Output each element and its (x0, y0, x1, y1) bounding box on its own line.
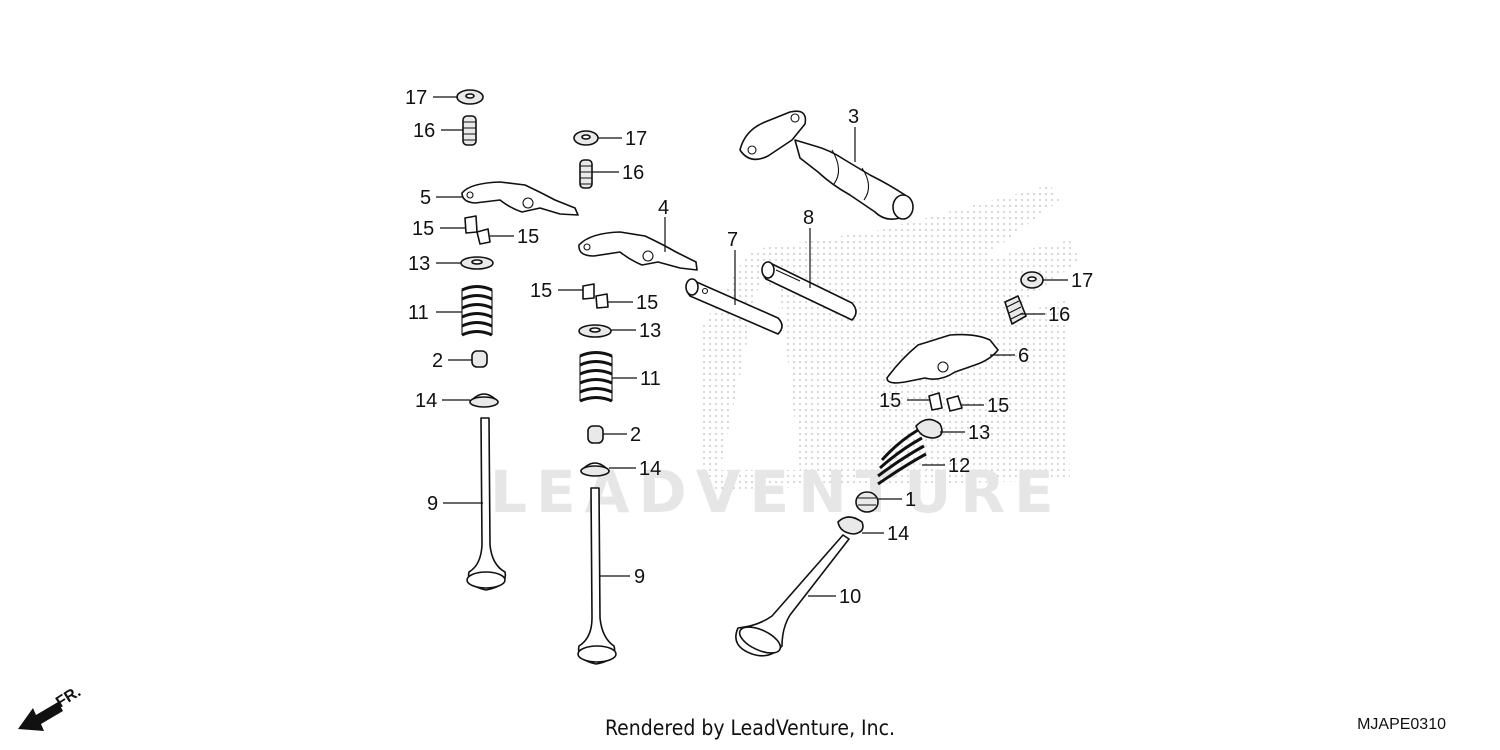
diagram-code: MJAPE0310 (1357, 716, 1446, 733)
callout-labels: 17 16 5 15 15 13 11 2 14 9 17 16 4 15 15… (405, 87, 1093, 608)
valve-cotter-15f (946, 395, 963, 412)
callout-5: 5 (420, 187, 431, 209)
callout-13: 13 (968, 422, 990, 444)
arrow-down-left-icon (18, 702, 63, 731)
callout-16: 16 (1048, 304, 1070, 326)
valve-cotter-15d (595, 293, 609, 309)
callout-11: 11 (408, 302, 429, 324)
callout-11: 11 (640, 368, 661, 390)
callout-13: 13 (639, 320, 661, 342)
callout-9: 9 (427, 493, 438, 515)
valve-cotter-15c (582, 283, 595, 300)
callout-15: 15 (987, 395, 1009, 417)
adjuster-screw-16b (579, 159, 593, 189)
callout-2: 2 (432, 350, 443, 372)
callout-9: 9 (634, 566, 645, 588)
leader-lines (433, 96, 1068, 597)
callout-3: 3 (848, 106, 859, 128)
footer-credit: Rendered by LeadVenture, Inc. (605, 716, 895, 740)
spring-retainer-13c (915, 418, 943, 439)
stem-seal-1 (855, 491, 879, 513)
stem-seal-2 (471, 350, 488, 368)
center-valve-stack (573, 130, 698, 665)
camshaft-3 (739, 110, 914, 220)
callout-15: 15 (879, 390, 901, 412)
callout-4: 4 (658, 197, 669, 219)
callout-15: 15 (530, 280, 552, 302)
watermark-text: LEADVENTURE (490, 458, 1063, 526)
callout-16: 16 (413, 120, 435, 142)
callout-14: 14 (639, 458, 661, 480)
rocker-arm-4 (578, 231, 698, 271)
valve-cotter-15b (476, 228, 491, 245)
intake-valve-9 (467, 417, 507, 591)
callout-17: 17 (1071, 270, 1093, 292)
valve-spring-12 (877, 428, 927, 486)
rocker-arm-5 (461, 181, 579, 216)
callout-15: 15 (517, 226, 539, 248)
right-valve-stack (735, 271, 1044, 657)
callout-14: 14 (415, 390, 437, 412)
callout-7: 7 (727, 229, 738, 251)
rocker-shaft-8 (761, 261, 857, 321)
spring-seat-14c (837, 516, 864, 535)
callout-6: 6 (1018, 345, 1029, 367)
callout-12: 12 (948, 455, 970, 477)
rocker-arm-6 (886, 333, 999, 384)
callout-13: 13 (408, 253, 430, 275)
valve-cotter-15 (464, 215, 478, 234)
callout-16: 16 (622, 162, 644, 184)
valve-spring-11b (579, 351, 613, 403)
intake-valve-9b (577, 487, 616, 665)
stem-seal-2b (587, 425, 604, 444)
rocker-shaft-7 (685, 278, 783, 335)
adjuster-screw-16 (462, 115, 477, 146)
honda-wing-watermark (700, 185, 1080, 490)
callout-15: 15 (636, 292, 658, 314)
callout-17: 17 (405, 87, 427, 109)
callout-1: 1 (905, 489, 916, 511)
callout-10: 10 (839, 586, 861, 608)
valve-cotter-15e (928, 392, 943, 411)
callout-2: 2 (630, 424, 641, 446)
callout-17: 17 (625, 128, 647, 150)
callout-14: 14 (887, 523, 909, 545)
left-valve-stack (456, 89, 579, 591)
valve-spring-11 (461, 285, 493, 337)
exhaust-valve-10 (735, 534, 850, 657)
callout-15: 15 (412, 218, 434, 240)
callout-8: 8 (803, 207, 814, 229)
